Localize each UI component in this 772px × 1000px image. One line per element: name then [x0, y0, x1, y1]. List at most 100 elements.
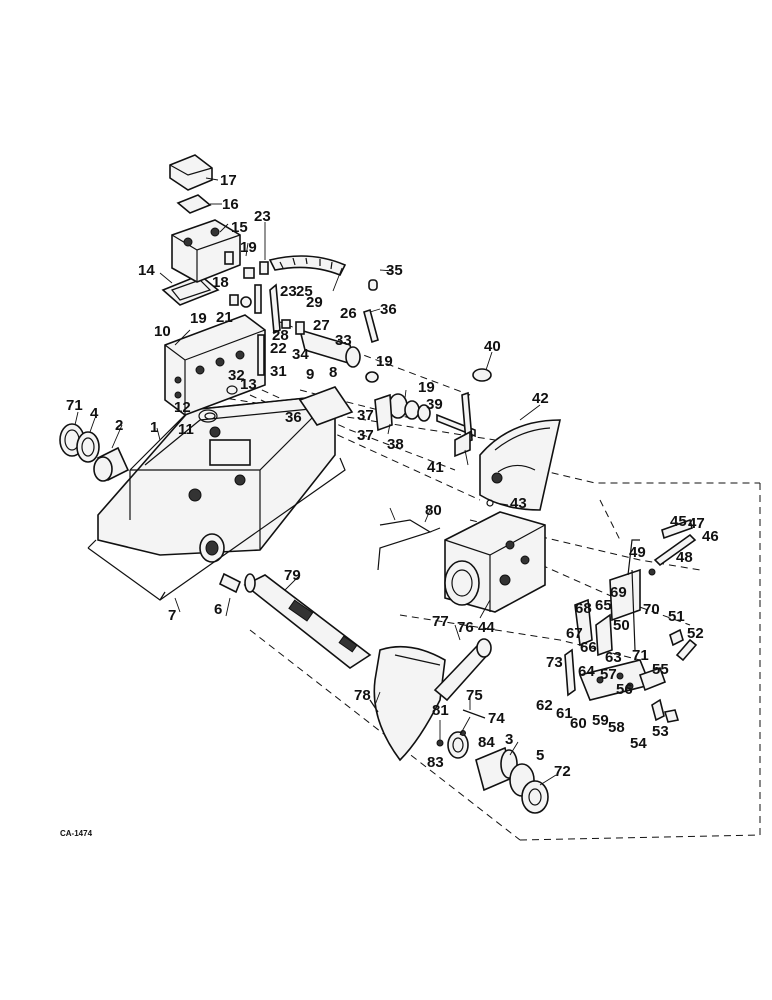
callout-25: 25: [296, 283, 313, 300]
callout-20: 19: [240, 239, 257, 256]
callout-80: 80: [425, 502, 442, 519]
callout-5: 5: [536, 747, 544, 764]
callout-24: 23: [254, 208, 271, 225]
callout-45: 45: [670, 513, 687, 530]
shaft-assembly: [363, 279, 492, 458]
callout-79: 79: [284, 567, 301, 584]
pto-guard: [373, 638, 492, 762]
callout-50: 50: [613, 617, 630, 634]
callout-19-c: 19: [418, 379, 435, 396]
valve-body-assembly: [161, 154, 361, 426]
callout-28: 28: [272, 327, 289, 344]
callout-74: 74: [488, 710, 505, 727]
callout-64: 64: [578, 663, 595, 680]
callout-30: 31: [270, 363, 287, 380]
callout-77: 77: [432, 613, 449, 630]
control-valve-body: [377, 511, 546, 613]
callout-15: 15: [231, 219, 248, 236]
callout-8: 8: [329, 364, 337, 381]
callout-43: 43: [510, 495, 527, 512]
callout-26: 26: [340, 305, 357, 322]
callout-47: 47: [688, 515, 705, 532]
callout-21: 21: [216, 309, 233, 326]
callout-22: 22: [270, 340, 287, 357]
callout-58: 58: [608, 719, 625, 736]
callout-70: 70: [643, 601, 660, 618]
callout-9: 9: [306, 366, 314, 383]
callout-48: 48: [676, 549, 693, 566]
callout-38: 38: [387, 436, 404, 453]
drawing-code: CA-1474: [60, 829, 93, 838]
callout-81: 81: [432, 702, 449, 719]
callout-66: 66: [580, 639, 597, 656]
callout-83: 84: [478, 734, 495, 751]
callout-57: 57: [600, 666, 617, 683]
callout-59: 59: [592, 712, 609, 729]
left-bushings: [59, 423, 130, 482]
pto-shaft: [218, 572, 372, 669]
callout-75: 75: [466, 687, 483, 704]
callout-14: 14: [138, 262, 155, 279]
callout-46: 46: [702, 528, 719, 545]
callout-51: 51: [668, 608, 685, 625]
callout-18: 18: [212, 274, 229, 291]
callout-82: 83: [427, 754, 444, 771]
callout-54: 54: [630, 735, 647, 752]
main-housing: [87, 394, 346, 601]
callout-17: 17: [220, 172, 237, 189]
callout-76: 76: [457, 619, 474, 636]
callout-37-b: 37: [357, 427, 374, 444]
callout-60: 60: [570, 715, 587, 732]
callout-31: 32: [228, 367, 245, 384]
callout-67: 67: [566, 625, 583, 642]
callout-53: 53: [652, 723, 669, 740]
callout-36: 36: [285, 409, 302, 426]
callout-65: 65: [595, 597, 612, 614]
callout-19-b: 19: [376, 353, 393, 370]
callout-62: 62: [536, 697, 553, 714]
callout-3: 3: [505, 731, 513, 748]
callout-32: 33: [335, 332, 352, 349]
callout-71: 71: [632, 647, 649, 664]
callout-33: 34: [292, 346, 309, 363]
lower-bearings: [369, 699, 549, 814]
callout-37-a: 37: [357, 407, 374, 424]
leader-lines: [74, 177, 557, 786]
callout-68: 68: [575, 600, 592, 617]
callout-1: 1: [150, 419, 158, 436]
callout-29: 29: [306, 294, 323, 311]
callout-52: 52: [687, 625, 704, 642]
callout-61: 61: [556, 705, 573, 722]
callout-44: 44: [478, 619, 495, 636]
callout-12: 12: [174, 399, 191, 416]
callout-16: 16: [222, 196, 239, 213]
sector-plate: [479, 419, 561, 511]
callout-73-a: 71: [66, 397, 83, 414]
callout-10: 10: [154, 323, 171, 340]
callout-55: 55: [652, 661, 669, 678]
callout-78: 78: [354, 687, 371, 704]
callout-6: 6: [214, 601, 222, 618]
callout-labels: 17 16 23 15 19 14 18 19 21 10 23 25 29 3…: [60, 172, 719, 838]
callout-34: 35: [386, 262, 403, 279]
callout-40: 40: [484, 338, 501, 355]
callout-7: 7: [168, 607, 176, 624]
callout-13: 13: [240, 376, 257, 393]
callout-27: 27: [313, 317, 330, 334]
callout-42: 42: [532, 390, 549, 407]
callout-41: 41: [427, 459, 444, 476]
callout-2: 2: [115, 417, 123, 434]
callout-69: 69: [610, 584, 627, 601]
callout-35: 36: [380, 301, 397, 318]
callout-72: 73: [546, 654, 563, 671]
callout-73-b: 72: [554, 763, 571, 780]
callout-23: 23: [280, 283, 297, 300]
callout-19-a: 19: [190, 310, 207, 327]
callout-63: 63: [605, 649, 622, 666]
callout-39: 39: [426, 396, 443, 413]
callout-49: 49: [629, 544, 646, 561]
linkage-assembly: [564, 518, 698, 723]
callout-4: 4: [90, 405, 99, 422]
callout-11: 11: [178, 421, 194, 438]
